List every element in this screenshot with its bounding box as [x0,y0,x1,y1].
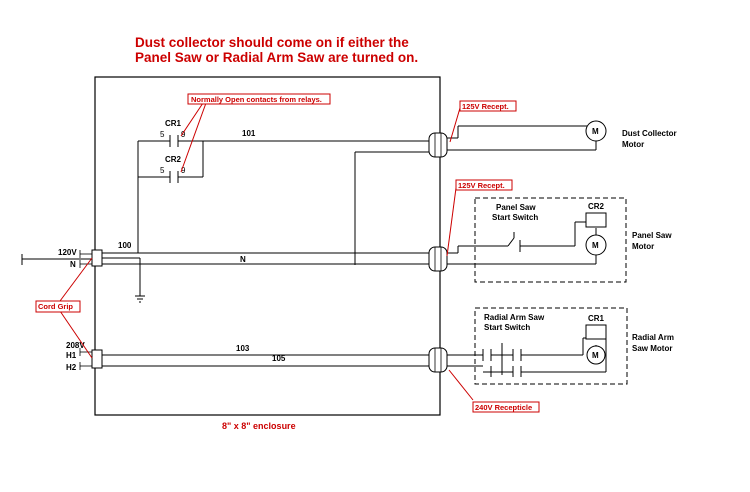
panel-saw-switch-line2: Start Switch [492,213,538,222]
input-h1-label: H1 [66,351,77,360]
contacts-callout-line-a [180,102,204,137]
panel-saw-circuit [457,221,597,265]
recept-125-top-callout: 125V Recept. [462,102,509,111]
recept-125-mid-callout-line [446,187,457,257]
radial-arm-saw-enclosure [474,307,628,385]
contacts-callout: Normally Open contacts from relays. [191,95,322,104]
cord-grip-callout-line-a [59,257,93,302]
receptacle-125v-panel-saw [428,246,458,272]
radial-arm-saw-relay-coil [585,324,607,340]
contacts-callout-box [187,93,331,105]
panel-saw-switch-line1: Panel Saw [496,203,536,212]
input-208v-label: 208V [66,341,85,350]
input-120v-wiring [21,250,429,303]
dust-collector-label-line2: Motor [622,140,644,149]
cr1-pin-b: 9 [181,130,186,139]
recept-125-mid-callout-box [455,179,513,191]
panel-saw-enclosure [474,197,627,283]
cord-grip-208v [91,349,103,369]
dust-collector-motor-icon [585,120,607,142]
receptacle-240v-radial-arm-saw [428,347,458,373]
cord-grip-callout-line-b [59,310,93,359]
diagram-title-line2: Panel Saw or Radial Arm Saw are turned o… [135,50,418,65]
dust-collector-motor-symbol: M [592,127,599,136]
wire-105-label: 105 [272,354,286,363]
recept-125-top-callout-box [459,100,517,112]
enclosure-label: 8" x 8" enclosure [222,421,296,431]
wire-101-label: 101 [242,129,256,138]
recept-240-callout: 240V Recepticle [475,403,532,412]
cord-grip-120v [91,249,103,267]
relay-contacts [137,135,429,253]
panel-saw-label-line1: Panel Saw [632,231,672,240]
radial-arm-saw-relay-label: CR1 [588,314,605,323]
cord-grip-callout-box [35,300,81,313]
recept-240-callout-line [448,369,474,401]
panel-saw-motor-symbol: M [592,241,599,250]
enclosure-box [94,76,441,416]
input-n-label: N [70,260,76,269]
cord-grip-callout: Cord Grip [38,302,73,311]
radial-arm-saw-label-line1: Radial Arm [632,333,674,342]
dust-collector-circuit [457,121,597,151]
radial-arm-saw-motor-symbol: M [592,351,599,360]
cr1-contact-label: CR1 [165,119,182,128]
radial-arm-saw-motor-icon [586,345,606,365]
input-h2-label: H2 [66,363,77,372]
wire-103-label: 103 [236,344,250,353]
radial-arm-saw-label-line2: Saw Motor [632,344,672,353]
wire-100-label: 100 [118,241,132,250]
recept-125-top-callout-line [449,107,461,143]
radial-arm-saw-circuit [458,332,607,377]
panel-saw-relay-coil [585,212,607,228]
cr2-pin-a: 5 [160,166,165,175]
dust-collector-label-line1: Dust Collector [622,129,677,138]
panel-saw-motor-icon [585,234,607,256]
cr1-pin-a: 5 [160,130,165,139]
recept-125-mid-callout: 125V Recept. [458,181,505,190]
panel-saw-relay-label: CR2 [588,202,605,211]
contacts-callout-line-b [180,102,207,173]
cr2-pin-b: 9 [181,166,186,175]
input-120v-label: 120V [58,248,77,257]
panel-saw-label-line2: Motor [632,242,654,251]
radial-arm-saw-switch-line2: Start Switch [484,323,530,332]
input-208v-wiring [79,348,429,370]
recept-240-callout-box [472,401,540,413]
cr2-contact-label: CR2 [165,155,182,164]
neutral-wire-label: N [240,255,246,264]
receptacle-125v-dust-collector [428,132,458,158]
radial-arm-saw-switch-line1: Radial Arm Saw [484,313,545,322]
diagram-title-line1: Dust collector should come on if either … [135,35,409,50]
